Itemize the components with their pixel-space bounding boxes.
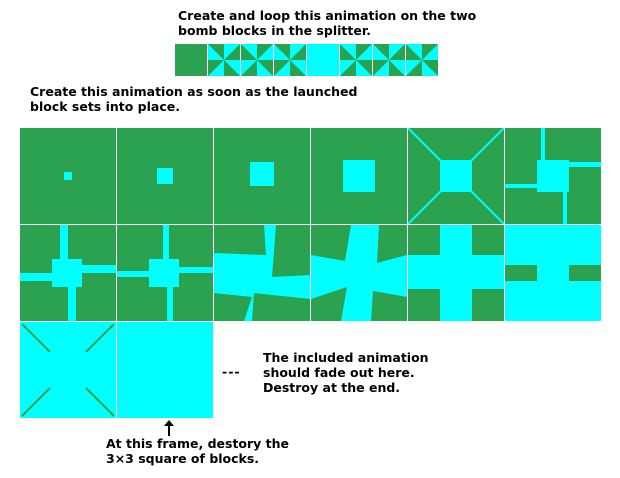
fade-out-note-line-2: should fade out here.: [263, 365, 415, 380]
bomb-frame: [406, 44, 438, 76]
explosion-frame: [20, 128, 116, 224]
fade-out-note: The included animation should fade out h…: [263, 350, 429, 395]
bomb-frame: [307, 44, 339, 76]
explosion-frame: [214, 225, 310, 321]
bomb-frame: [241, 44, 273, 76]
launch-anim-note: Create this animation as soon as the lau…: [30, 84, 357, 114]
bomb-frame: [274, 44, 306, 76]
launch-anim-note-line-1: Create this animation as soon as the lau…: [30, 84, 358, 99]
destroy-frame-note-line-1: At this frame, destory the: [106, 436, 290, 451]
explosion-frame: [505, 128, 601, 224]
destroy-frame-note: At this frame, destory the 3×3 square of…: [106, 436, 289, 466]
explosion-frame: [20, 225, 116, 321]
fade-out-note-line-1: The included animation: [263, 350, 429, 365]
bomb-loop-note-line-2: bomb blocks in the splitter.: [178, 23, 371, 38]
explosion-frame: [117, 225, 213, 321]
bomb-frame: [175, 44, 207, 76]
explosion-frame: [117, 128, 213, 224]
explosion-frame: [408, 225, 504, 321]
destroy-frame-note-line-2: 3×3 square of blocks.: [106, 451, 260, 466]
bomb-frame: [340, 44, 372, 76]
explosion-frame: [311, 128, 407, 224]
explosion-frame: [505, 225, 601, 321]
explosion-frame: [214, 128, 310, 224]
explosion-frame: [20, 322, 116, 418]
explosion-frame: [311, 225, 407, 321]
fade-out-note-line-3: Destroy at the end.: [263, 380, 401, 395]
explosion-frame: [117, 322, 213, 418]
bomb-loop-note: Create and loop this animation on the tw…: [178, 8, 476, 38]
launch-anim-note-line-2: block sets into place.: [30, 99, 180, 114]
bomb-animation-strip: [175, 44, 439, 76]
bomb-loop-note-line-1: Create and loop this animation on the tw…: [178, 8, 477, 23]
bomb-frame: [373, 44, 405, 76]
bomb-frame: [208, 44, 240, 76]
up-arrow-icon: [162, 420, 176, 436]
explosion-frame: [408, 128, 504, 224]
ellipsis-marker: ---: [222, 364, 241, 379]
